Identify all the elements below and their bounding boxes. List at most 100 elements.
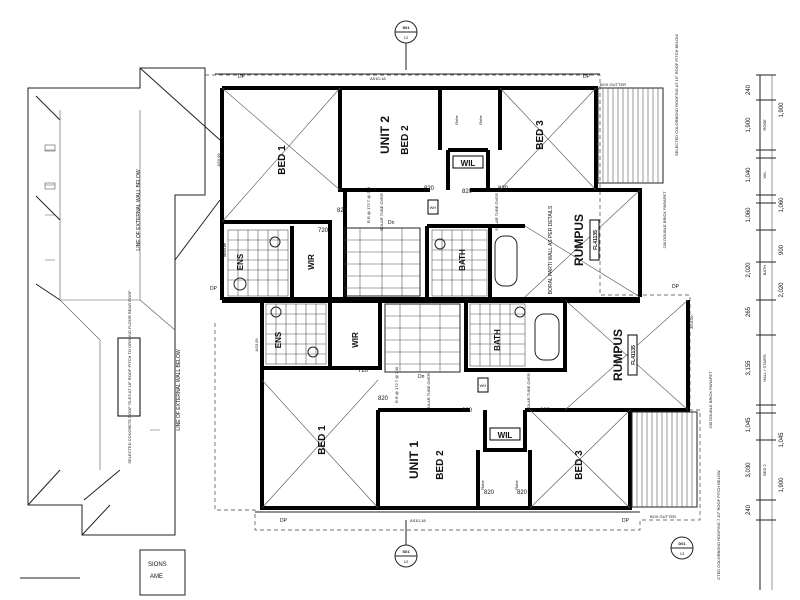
label-bath-lower: BATH [493,329,502,351]
svg-text:820: 820 [462,189,473,195]
svg-text:AS10-18: AS10-18 [410,518,426,523]
dimension-string: 240 1,900 1,040 1,060 2,020 265 3,155 1,… [746,74,785,590]
note-ext-wall-upper: LINE OF EXTERNAL WALL BELOW [136,169,142,250]
label-bed2-upper: BED 2 [400,125,411,155]
svg-text:2,020: 2,020 [746,262,752,278]
svg-text:BATH: BATH [458,249,467,271]
dn-upper: Dn [388,220,395,226]
dn-lower: Dn [418,374,425,380]
roof-outline-left [27,67,221,536]
label-wil-upper: WIL [452,155,484,169]
svg-text:AS3.09: AS3.09 [689,315,694,329]
svg-text:HALL / STAIRS: HALL / STAIRS [762,354,767,382]
svg-text:AS10-18: AS10-18 [370,76,386,81]
label-wir-upper: WIR [307,254,316,270]
label-bath-upper: BATH [458,249,467,271]
svg-text:Dn: Dn [388,220,395,226]
label-ens-upper: ENS [236,253,245,270]
svg-text:SOLAR TUBE OVER: SOLAR TUBE OVER [379,193,384,231]
dp-bottom-left: DP [280,518,288,524]
svg-text:SELECTED COLORBOND ROOFING AT: SELECTED COLORBOND ROOFING AT 10° ROOF P… [674,34,679,156]
svg-text:BED 1: BED 1 [317,425,328,455]
svg-text:12: 12 [404,559,409,564]
svg-text:DP: DP [622,518,630,524]
svg-text:1,060: 1,060 [746,207,752,223]
svg-text:WH: WH [480,383,487,388]
svg-text:D01: D01 [678,541,686,546]
svg-text:WIR: WIR [307,254,316,270]
svg-text:BED 1: BED 1 [277,145,288,175]
svg-text:WIR: WIR [351,332,360,348]
svg-text:Dn: Dn [418,374,425,380]
svg-text:900: 900 [779,244,785,255]
svg-text:12: 12 [404,35,409,40]
svg-text:820: 820 [462,408,473,414]
svg-text:AME: AME [150,574,163,580]
stairs-upper [344,227,421,297]
note-colorbond-bottom: CTED COLORBOND ROOFING 7.10° ROOF PITCH … [716,470,721,580]
svg-text:Robe: Robe [478,114,483,124]
unit1-walls [260,300,690,510]
svg-text:BED 3: BED 3 [574,450,585,480]
rr-lower: R.R @ 172 T @ 240 [394,366,399,403]
note-ext-wall-lower: LINE OF EXTERNAL WALL BELOW [176,349,182,430]
svg-text:3,030: 3,030 [746,462,752,478]
solar-tube-lower-2: SOLAR TUBE OVER [526,373,531,411]
label-rumpus-lower: RUMPUS [611,329,625,381]
box-gutter-bottom: BOX GUTTER [650,514,676,519]
svg-text:240: 240 [746,84,752,95]
label-wir-lower: WIR [351,332,360,348]
svg-text:720: 720 [318,228,329,234]
svg-text:3,155: 3,155 [746,360,752,376]
svg-text:FL41135: FL41135 [593,230,599,250]
label-bed1-upper: BED 1 [277,145,288,175]
door-labels: 820 820 820 820 720 720 820 820 820 820 … [318,186,551,496]
box-gutter-top: BOX GUTTER [600,82,626,87]
svg-text:WIL: WIL [762,171,767,179]
svg-text:SIONS: SIONS [148,562,167,568]
solar-tube-upper-1: SOLAR TUBE OVER [379,193,384,231]
svg-text:820: 820 [378,396,389,402]
svg-text:BATH: BATH [762,265,767,275]
label-wil-lower: WIL [489,427,521,441]
note-parapet-bottom: 230 DOUBLE BRICK PARAPET [708,371,713,429]
svg-text:1,900: 1,900 [779,102,785,118]
svg-text:WIL: WIL [461,159,476,168]
svg-text:BED 3: BED 3 [535,120,546,150]
section-marker-right: D01 13 [670,536,694,560]
svg-text:720: 720 [358,368,369,374]
svg-text:DP: DP [238,74,246,80]
note-parapet-top: 230 DOUBLE BRICK PARAPET [662,191,667,249]
svg-text:1,040: 1,040 [746,167,752,183]
unit2-walls [220,86,642,300]
label-unit1: UNIT 1 [407,441,421,479]
note-roof-tiles: SELECTED CONCRETE ROOF TILES AT 18° ROOF… [117,290,141,464]
label-bed2-lower: BED 2 [435,450,446,480]
as-upper-left: AS3.09 [216,153,221,167]
wh-lower: WH [477,377,489,393]
svg-text:R.R @ 172 T @ 240: R.R @ 172 T @ 240 [366,186,371,223]
svg-text:Robe: Robe [514,479,519,489]
svg-text:820: 820 [337,208,348,214]
svg-text:DP: DP [583,74,591,80]
svg-text:1,900: 1,900 [779,477,785,493]
upper-right-roof [597,87,664,184]
title-fragment: SIONS AME [20,549,186,596]
svg-text:240: 240 [746,504,752,515]
svg-text:WH: WH [430,205,437,210]
section-marker-top: S01 12 [394,20,418,70]
svg-text:WIL: WIL [498,431,513,440]
roof-hip-lines [221,87,689,509]
note-boral: BORAL PARTI WALL AS PER DETAILS [548,205,554,294]
svg-text:DP: DP [280,518,288,524]
svg-text:820: 820 [498,186,509,192]
dp-right: DP [672,284,680,290]
robe-upper-2: Robe [478,114,483,124]
svg-text:LINE OF EXTERNAL WALL BELOW: LINE OF EXTERNAL WALL BELOW [176,349,182,430]
svg-text:SELECTED CONCRETE ROOF TILES A: SELECTED CONCRETE ROOF TILES AT 18° ROOF… [127,290,132,464]
setback-line [205,74,701,531]
svg-text:AS3.09: AS3.09 [254,338,259,352]
svg-text:SOLAR TUBE OVER: SOLAR TUBE OVER [526,373,531,411]
svg-text:230 DOUBLE BRICK PARAPET: 230 DOUBLE BRICK PARAPET [662,191,667,249]
svg-text:Robe: Robe [480,479,485,489]
